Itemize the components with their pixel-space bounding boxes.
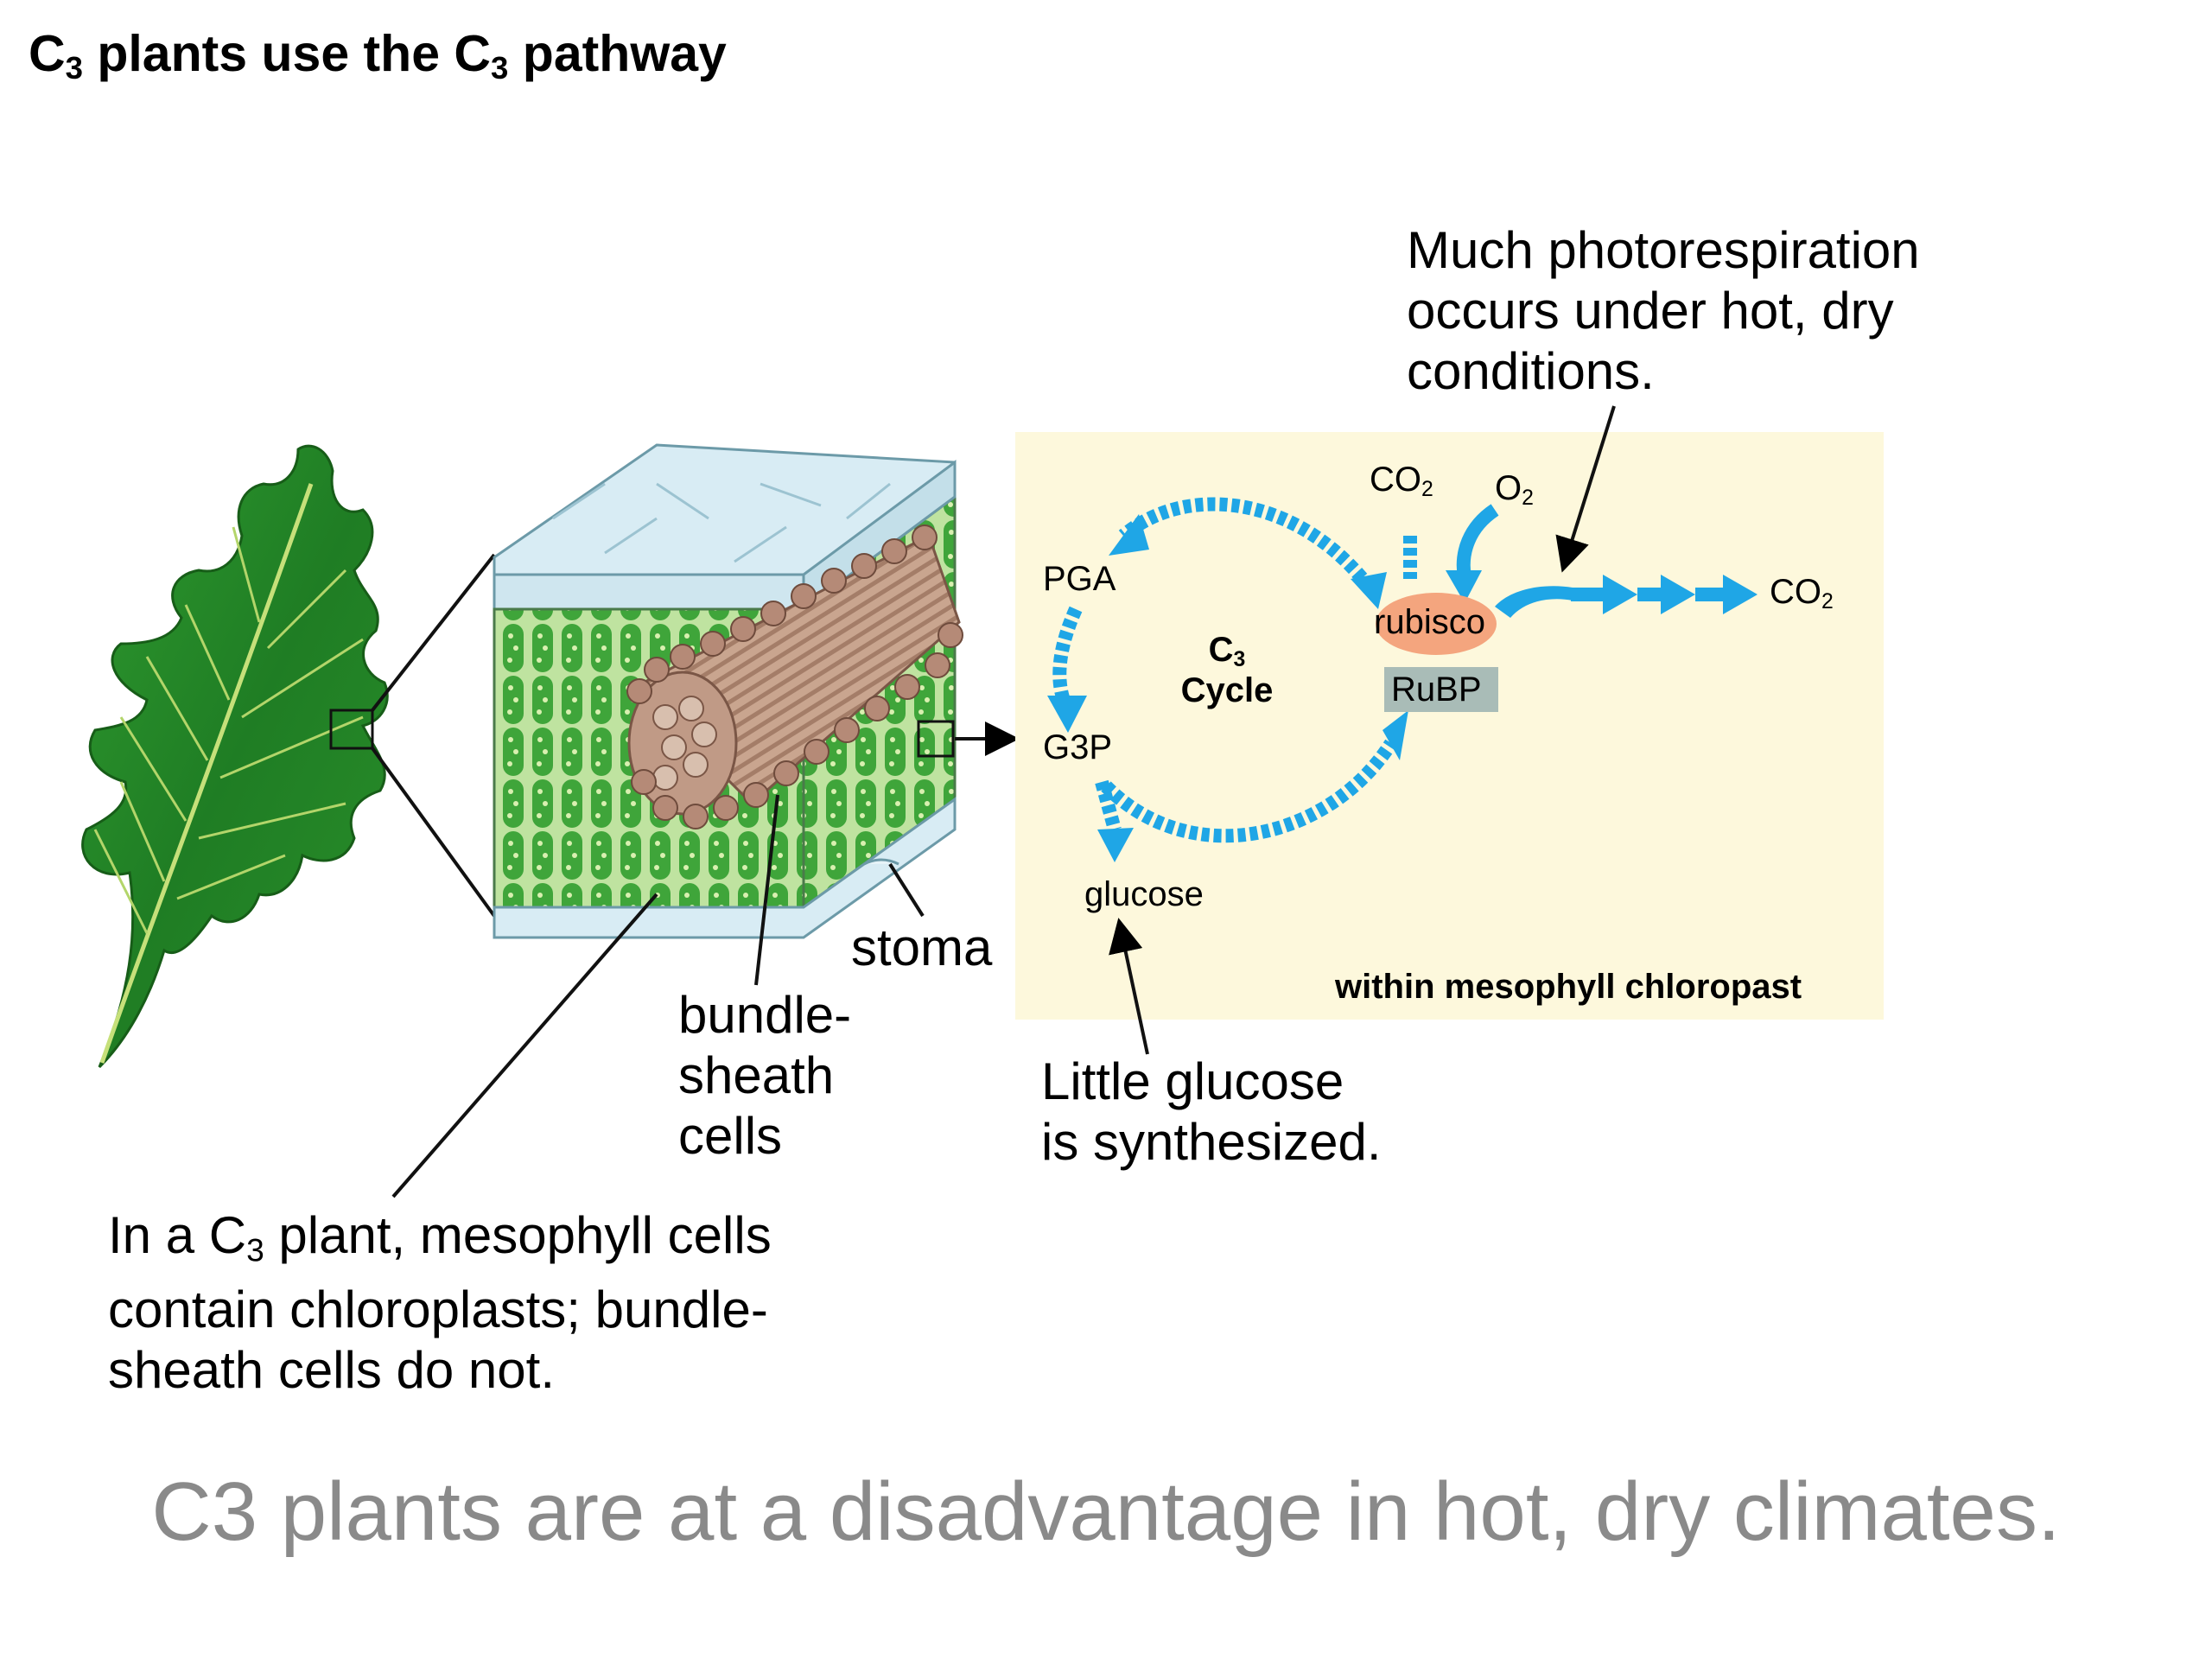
co2-input-label: CO2 xyxy=(1370,461,1433,502)
o2-arrow xyxy=(1456,504,1499,579)
pga-label: PGA xyxy=(1043,560,1116,598)
little-glucose-callout: Little glucose is synthesized. xyxy=(1041,1052,1382,1171)
mesophyll-callout: In a C3 plant, mesophyll cells contain c… xyxy=(108,1206,772,1400)
photorespiration-callout: Much photorespiration occurs under hot, … xyxy=(1407,221,1920,400)
stoma-label: stoma xyxy=(851,918,993,976)
rubisco-label: rubisco xyxy=(1374,603,1485,641)
callout-lines xyxy=(391,405,1616,1198)
cycle-arrowheads xyxy=(1047,514,1408,862)
leaf-cross-section xyxy=(493,443,963,939)
zoom-lines xyxy=(371,553,496,918)
chloroplast-panel xyxy=(1015,432,1884,1020)
photorespiration-arrows xyxy=(1495,575,1758,618)
co2-output-label: CO2 xyxy=(1770,573,1834,614)
rubp-label: RuBP xyxy=(1391,671,1482,709)
g3p-label: G3P xyxy=(1043,728,1113,766)
rubisco-shape xyxy=(1376,593,1497,655)
footer-statement: C3 plants are at a disadvantage in hot, … xyxy=(151,1465,2061,1558)
c3-cycle-arrows xyxy=(1052,497,1417,843)
panel-caption: within mesophyll chloropast xyxy=(1335,968,1802,1006)
page-title: C3 plants use the C3 pathway xyxy=(29,25,727,86)
bundle-sheath-callout: bundle- sheath cells xyxy=(678,986,852,1165)
leaf-illustration xyxy=(81,444,389,1069)
rubp-shape xyxy=(1384,667,1498,712)
o2-input-label: O2 xyxy=(1495,469,1534,511)
glucose-label: glucose xyxy=(1084,875,1204,913)
